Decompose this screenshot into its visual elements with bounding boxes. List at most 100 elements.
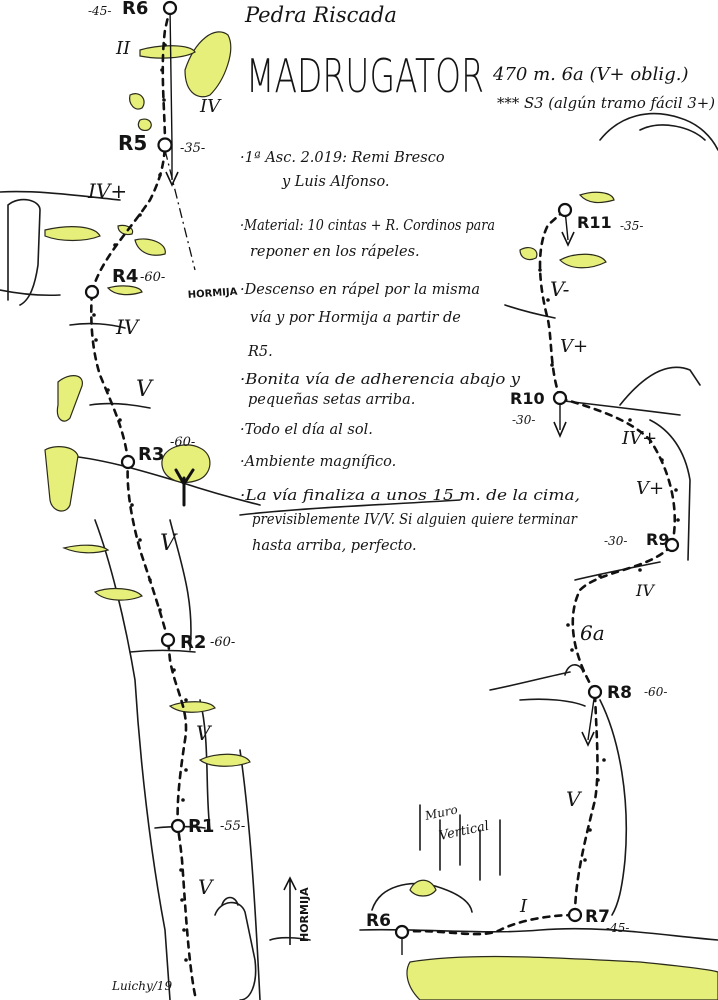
moss-patch <box>168 701 216 713</box>
belay-name: R10 <box>510 389 545 408</box>
belay-name: R2 <box>180 632 206 653</box>
route-pitch-3 <box>126 460 170 642</box>
belay-r4: R4 -60- <box>84 266 165 300</box>
belay-r3: R3 -60- <box>120 435 195 470</box>
moss-patch <box>62 544 110 554</box>
belay-length: -30- <box>604 534 627 548</box>
hormija-descent-line <box>164 149 196 271</box>
hormija-label: HORMIJA <box>187 287 238 301</box>
grade-label: V <box>198 875 215 899</box>
grade-label: V+ <box>560 336 588 357</box>
crag-name: Pedra Riscada <box>244 3 397 27</box>
moss-patch <box>44 226 101 242</box>
grade-label: V+ <box>636 478 664 499</box>
boulder-rock <box>371 882 473 913</box>
note-line: ·Bonita vía de adherencia abajo y <box>240 372 521 388</box>
belay-name: R9 <box>646 530 669 549</box>
belay-length: -60- <box>210 635 235 650</box>
hormija-bottom: HORMIJA <box>283 876 311 945</box>
belay-length: -30- <box>512 413 535 427</box>
face-edge <box>599 699 628 916</box>
hormija-arrow-icon <box>283 876 297 945</box>
grade-label: V <box>160 531 178 556</box>
belay-length: -55- <box>220 819 245 834</box>
note-line: ·La vía finaliza a unos 15 m. de la cima… <box>240 488 580 504</box>
note-line: ·Todo el día al sol. <box>240 422 373 438</box>
summit-rock <box>599 112 718 151</box>
pillar-rock <box>7 198 41 306</box>
belay-r1: R1 -55- <box>170 816 245 837</box>
belay-length: -45- <box>88 4 111 18</box>
belay-length: -45- <box>606 921 629 935</box>
grades-left: V V V V IV IV+ IV II <box>87 38 222 899</box>
tree-icon <box>161 444 211 507</box>
route-line-left <box>89 6 197 997</box>
moss-patch <box>137 118 152 131</box>
belay-r10: R10 -30- <box>510 389 568 427</box>
note-line: ·1ª Asc. 2.019: Remi Bresco <box>240 150 445 166</box>
belay-ledge <box>129 649 196 653</box>
moss-patch <box>559 253 607 269</box>
moss-patch <box>409 879 437 897</box>
ground-line <box>269 936 311 941</box>
route-pitch-11 <box>538 208 567 400</box>
ledge-line <box>69 322 126 329</box>
belay-r7: R7 -45- <box>567 907 629 935</box>
belay-name: R8 <box>607 683 632 703</box>
wall-hatching <box>419 804 501 881</box>
rappel-arrow-icon <box>553 421 567 439</box>
grade-label: IV <box>115 315 141 339</box>
left-face-rock <box>0 190 261 1000</box>
route-pitch-1 <box>176 824 197 997</box>
belay-length: -60- <box>170 435 195 450</box>
boulder-rock <box>214 901 257 1000</box>
note-line: vía y por Hormija a partir de <box>250 310 461 326</box>
belay-r2: R2 -60- <box>160 632 235 653</box>
note-line: previsiblemente IV/V. Si alguien quiere … <box>252 512 578 528</box>
grade-label: IV <box>199 96 222 117</box>
belay-name: R4 <box>112 266 138 287</box>
grade-label: I <box>519 896 528 917</box>
route-title: MADRUGATOR <box>246 49 484 103</box>
moss-patch <box>93 587 143 601</box>
ledge-line <box>89 402 151 409</box>
hormija-label: HORMIJA <box>298 887 311 942</box>
belay-length: -60- <box>140 270 165 285</box>
rappel-arrow-icon <box>581 731 595 747</box>
belay-length: -60- <box>644 685 667 699</box>
face-edge <box>169 519 192 651</box>
belay-length: -35- <box>180 141 205 156</box>
moss-patch <box>44 446 79 512</box>
belay-r11: R11 -35- <box>557 202 643 233</box>
rappel-line <box>587 691 596 741</box>
moss-patch <box>106 285 143 296</box>
note-line: ·Ambiente magnífico. <box>240 454 396 470</box>
note-divider <box>239 499 461 516</box>
vegetation-left <box>44 31 615 767</box>
note-line: R5. <box>247 344 273 360</box>
grades-right: I V 6a IV V+ IV+ V+ V- <box>519 277 664 917</box>
grade-label: V- <box>550 277 570 301</box>
signature: Luichy/19 <box>111 979 172 993</box>
route-line-right <box>400 208 680 955</box>
moss-patch <box>578 191 615 204</box>
route-pitch-7 <box>400 913 577 936</box>
grade-label: V <box>196 721 213 745</box>
route-pitch-9 <box>571 543 674 694</box>
ledge-line <box>574 561 661 581</box>
grade-label: IV+ <box>621 428 657 449</box>
header: Pedra Riscada MADRUGATOR 470 m. 6a (V+ o… <box>244 3 715 112</box>
belay-name: R7 <box>585 907 610 927</box>
belay-name: R11 <box>577 213 612 232</box>
belay-length: -35- <box>620 219 643 233</box>
belay-ledge <box>554 399 681 416</box>
route-pitch-2 <box>166 638 188 828</box>
ledge-line <box>0 289 61 297</box>
route-pitch-10 <box>558 396 676 547</box>
rappel-arrow-icon <box>561 231 575 247</box>
belay-r8: R8 -60- <box>587 683 667 703</box>
ledge-line <box>504 304 556 319</box>
face-edge <box>649 419 691 561</box>
note-line: y Luis Alfonso. <box>281 174 390 190</box>
note-line: reponer en los rápeles. <box>250 244 420 260</box>
